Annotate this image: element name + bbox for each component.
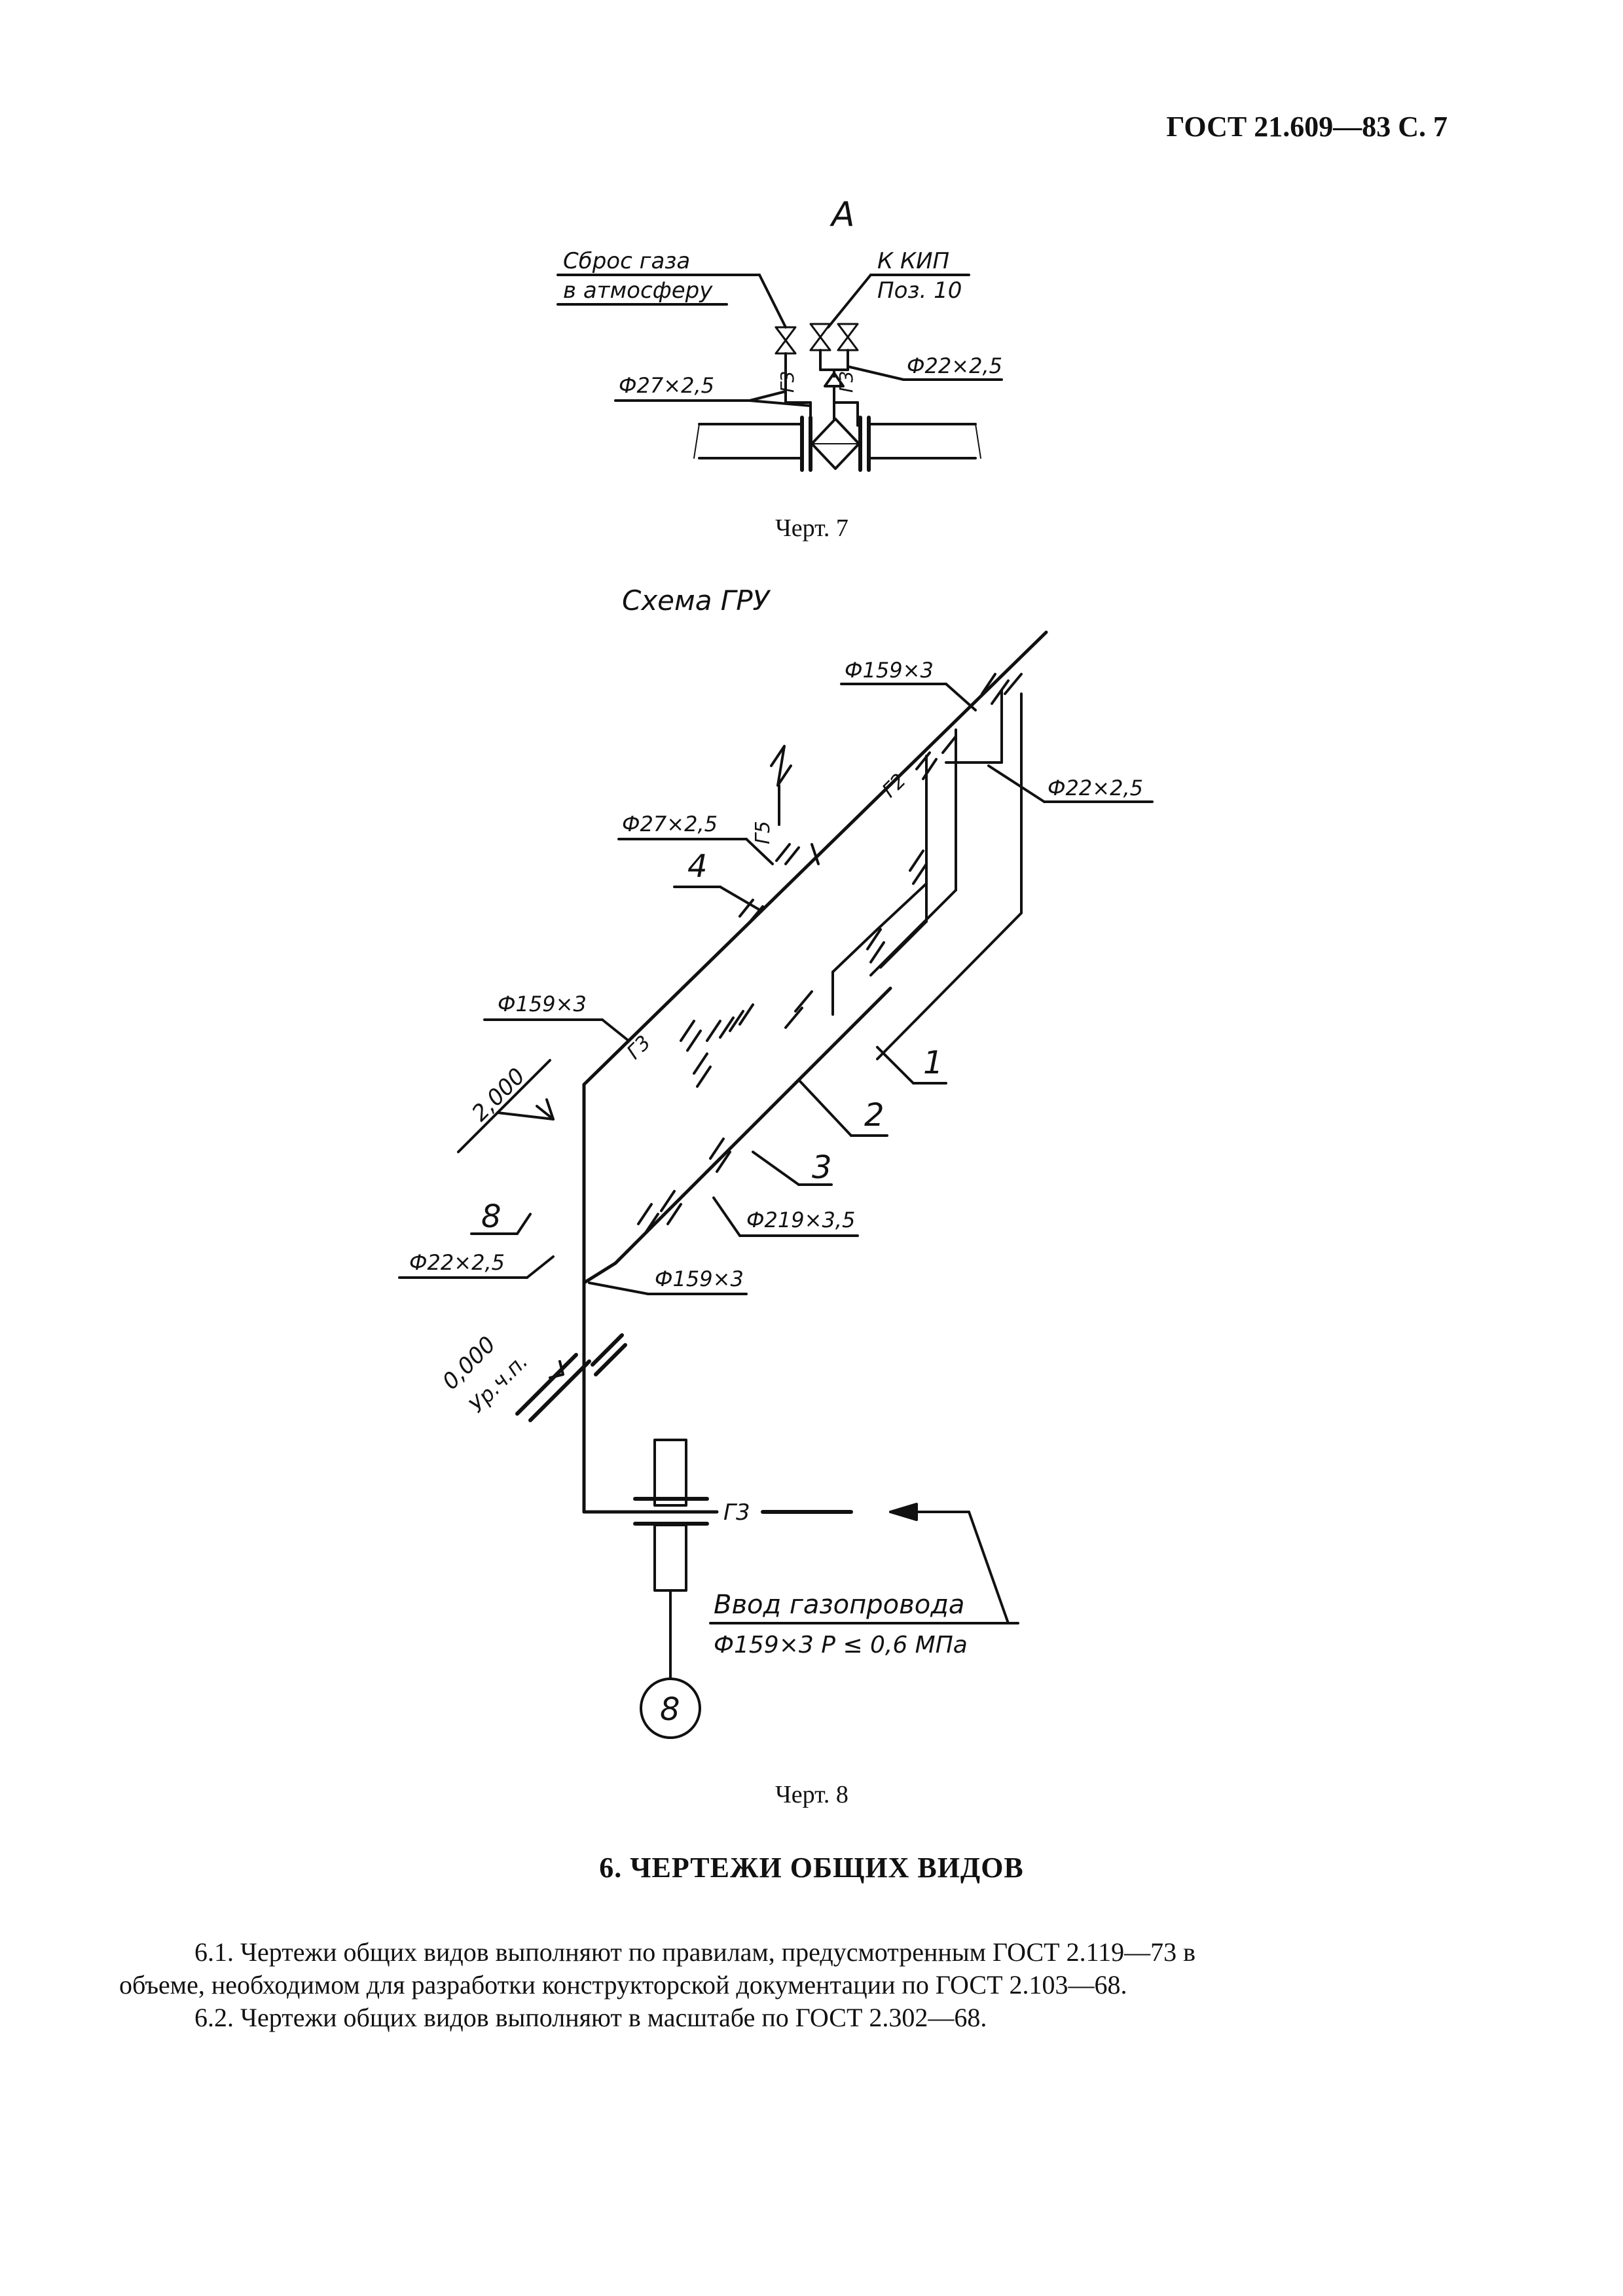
num-4: 4 xyxy=(687,848,708,885)
figure-8: Схема ГРУ Г3 xyxy=(398,584,1154,1739)
d159-low-label: Ф159×3 xyxy=(655,1266,744,1291)
paragraph-6-1: 6.1. Чертежи общих видов выполняют по пр… xyxy=(119,1936,1458,2001)
g3-marker: Г3 xyxy=(623,1031,655,1064)
figure-7: А Сброс газа в атмосферу К КИП Поз. 10 Г… xyxy=(556,195,1003,472)
paragraph-6-2: 6.2. Чертежи общих видов выполняют в мас… xyxy=(119,2001,1458,2034)
page-header: ГОСТ 21.609—83 С. 7 xyxy=(1166,111,1448,143)
scheme-title: Схема ГРУ xyxy=(622,584,771,617)
num-1: 1 xyxy=(923,1045,943,1081)
figure-7-caption: Черт. 7 xyxy=(775,514,848,542)
num-3: 3 xyxy=(812,1149,832,1186)
figure-8-caption: Черт. 8 xyxy=(775,1781,848,1808)
num-8: 8 xyxy=(481,1198,501,1235)
para-6-2-text: 6.2. Чертежи общих видов выполняют в мас… xyxy=(194,2003,987,2032)
kip-label-2: Поз. 10 xyxy=(877,278,962,304)
para-6-1-line-1: 6.1. Чертежи общих видов выполняют по пр… xyxy=(194,1937,1195,1967)
para-6-1-line-2: объеме, необходимом для разработки конст… xyxy=(119,1970,1127,2000)
num-2: 2 xyxy=(864,1097,884,1134)
elev-top: 2,000 xyxy=(467,1063,530,1126)
g3-left: Г3 xyxy=(776,371,798,393)
pipe-left-label: Ф27×2,5 xyxy=(619,373,714,398)
g3-right: Г3 xyxy=(835,371,857,393)
vent-label-1: Сброс газа xyxy=(563,248,690,274)
g5-marker: Г5 xyxy=(752,821,775,844)
left-pipe-label: Ф159×3 xyxy=(498,992,587,1016)
top-pipe-label: Ф159×3 xyxy=(845,658,934,683)
d219-label: Ф219×3,5 xyxy=(746,1208,855,1232)
kip-label-1: К КИП xyxy=(877,248,949,274)
view-label: А xyxy=(830,195,855,234)
mid-pipe-label: Ф27×2,5 xyxy=(622,812,718,836)
axis-8: 8 xyxy=(660,1691,680,1728)
g2-marker: Г2 xyxy=(878,770,911,802)
vent-label-2: в атмосферу xyxy=(563,278,713,304)
right-pipe-label: Ф22×2,5 xyxy=(1048,776,1143,800)
pipe-right-label: Ф22×2,5 xyxy=(907,353,1002,378)
section-title: 6. ЧЕРТЕЖИ ОБЩИХ ВИДОВ xyxy=(599,1852,1024,1884)
g3-inlet: Г3 xyxy=(723,1499,750,1526)
inlet-label-1: Ввод газопровода xyxy=(714,1590,964,1620)
d22-left-label: Ф22×2,5 xyxy=(409,1250,505,1275)
inlet-label-2: Ф159×3 Р ≤ 0,6 МПа xyxy=(714,1632,968,1659)
